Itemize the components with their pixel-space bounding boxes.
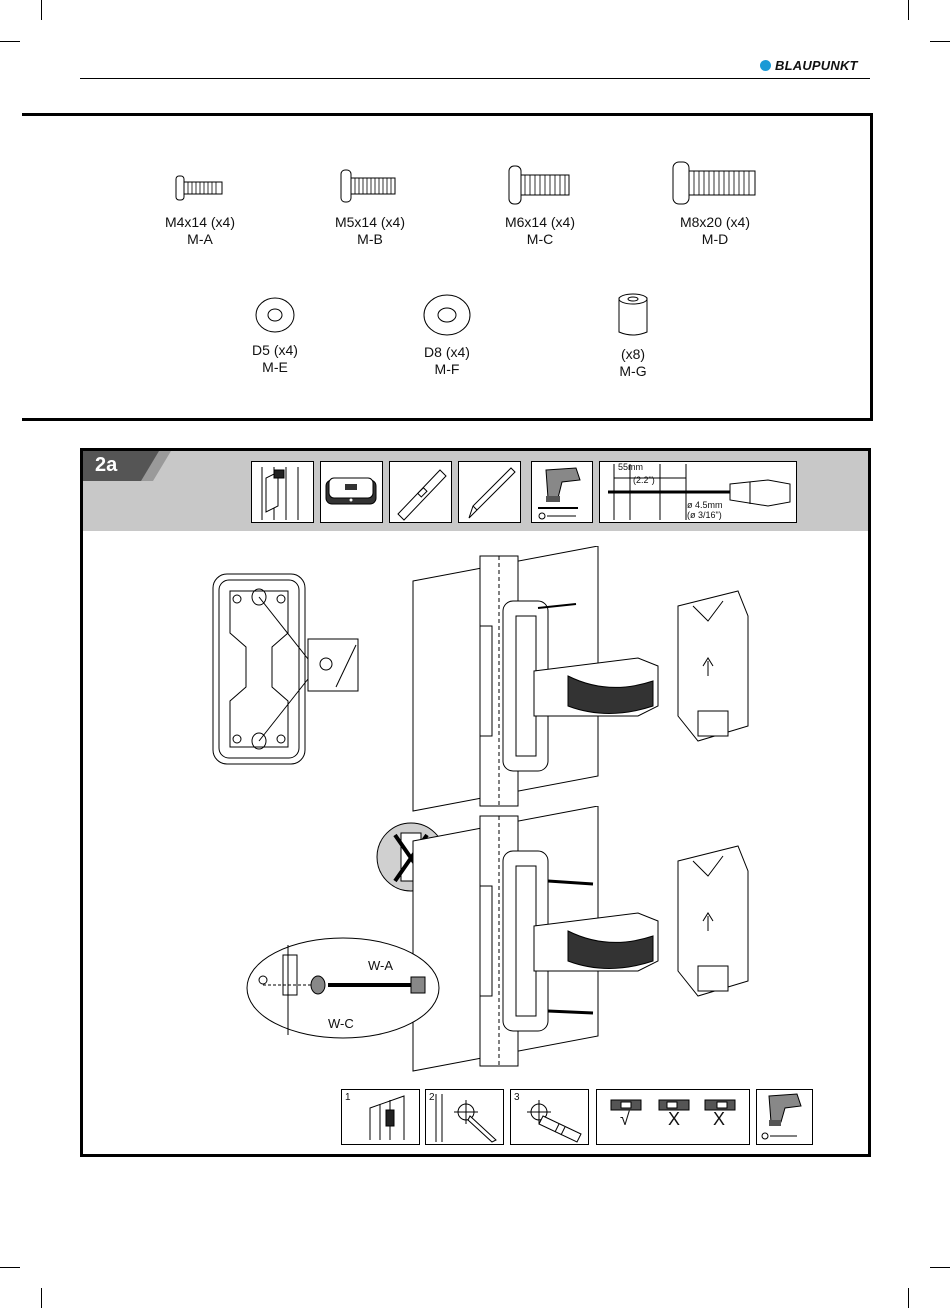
drill-diameter-label: ø 4.5mm bbox=[687, 500, 723, 510]
crop-mark bbox=[908, 0, 909, 20]
drill-depth-label: 55mm bbox=[618, 462, 643, 472]
sub-step-number: 2 bbox=[429, 1092, 435, 1103]
callout-wc-label: W-C bbox=[328, 1016, 354, 1031]
tool-drill-icon bbox=[531, 461, 593, 523]
part-code: M-B bbox=[300, 231, 440, 248]
part-spec: M6x14 (x4) bbox=[470, 214, 610, 231]
washer-icon bbox=[421, 292, 473, 338]
screw-icon bbox=[503, 162, 577, 208]
part-spacer: (x8) M-G bbox=[563, 290, 703, 380]
step-2a-box: 2a 55mm (2.2") ø 4.5mm (ø 3/16") bbox=[80, 448, 871, 1157]
callout-wa-label: W-A bbox=[368, 958, 393, 973]
wall-mount-arm-diagram-top bbox=[408, 546, 768, 816]
level-mark-bad-1: X bbox=[668, 1109, 680, 1130]
part-spec: D5 (x4) bbox=[205, 342, 345, 359]
tool-pencil-icon bbox=[458, 461, 521, 523]
level-mark-bad-2: X bbox=[713, 1109, 725, 1130]
screw-icon bbox=[335, 164, 405, 208]
crop-mark bbox=[0, 41, 20, 42]
part-spec: M5x14 (x4) bbox=[300, 214, 440, 231]
part-screw-m8: M8x20 (x4) M-D bbox=[645, 158, 785, 248]
crop-mark bbox=[0, 1267, 20, 1268]
part-screw-m4: M4x14 (x4) M-A bbox=[130, 168, 270, 248]
crop-mark bbox=[41, 0, 42, 20]
tool-level-icon bbox=[389, 461, 452, 523]
crop-mark bbox=[41, 1288, 42, 1308]
tool-stud-sensor-icon bbox=[320, 461, 383, 523]
drill-diameter-inch-label: (ø 3/16") bbox=[687, 510, 722, 520]
sub-step-1-icon: 1 bbox=[341, 1089, 420, 1145]
brand-logo: BLAUPUNKT bbox=[760, 58, 858, 73]
screw-icon bbox=[170, 168, 230, 208]
sub-step-3-icon: 3 bbox=[510, 1089, 589, 1145]
part-spec: (x8) bbox=[563, 346, 703, 363]
crop-mark bbox=[930, 1267, 950, 1268]
crop-mark bbox=[930, 41, 950, 42]
brand-dot-icon bbox=[760, 60, 771, 71]
sub-step-number: 3 bbox=[514, 1092, 520, 1103]
part-code: M-D bbox=[645, 231, 785, 248]
part-code: M-F bbox=[377, 361, 517, 378]
spacer-icon bbox=[613, 290, 653, 340]
part-code: M-A bbox=[130, 231, 270, 248]
part-code: M-G bbox=[563, 363, 703, 380]
sub-step-number: 1 bbox=[345, 1092, 351, 1103]
part-code: M-E bbox=[205, 359, 345, 376]
level-mark-ok: √ bbox=[620, 1109, 630, 1130]
sub-step-drill-icon bbox=[756, 1089, 813, 1145]
part-screw-m5: M5x14 (x4) M-B bbox=[300, 164, 440, 248]
part-spec: M4x14 (x4) bbox=[130, 214, 270, 231]
crop-mark bbox=[908, 1288, 909, 1308]
part-washer-d5: D5 (x4) M-E bbox=[205, 294, 345, 376]
part-spec: D8 (x4) bbox=[377, 344, 517, 361]
part-code: M-C bbox=[470, 231, 610, 248]
part-washer-d8: D8 (x4) M-F bbox=[377, 292, 517, 378]
step-label: 2a bbox=[95, 454, 117, 477]
wall-plate-template-diagram bbox=[208, 569, 370, 769]
tool-stud-finder-icon bbox=[251, 461, 314, 523]
part-spec: M8x20 (x4) bbox=[645, 214, 785, 231]
parts-list-box: M4x14 (x4) M-A M5x14 (x4) M-B M6x14 (x4)… bbox=[22, 113, 873, 421]
brand-name: BLAUPUNKT bbox=[775, 58, 858, 73]
drill-depth-inch-label: (2.2") bbox=[633, 475, 655, 485]
part-screw-m6: M6x14 (x4) M-C bbox=[470, 162, 610, 248]
screw-icon bbox=[667, 158, 763, 208]
sub-step-2-icon: 2 bbox=[425, 1089, 504, 1145]
wall-mount-arm-diagram-bottom bbox=[408, 806, 768, 1076]
header-rule bbox=[80, 78, 870, 79]
washer-icon bbox=[253, 294, 297, 336]
